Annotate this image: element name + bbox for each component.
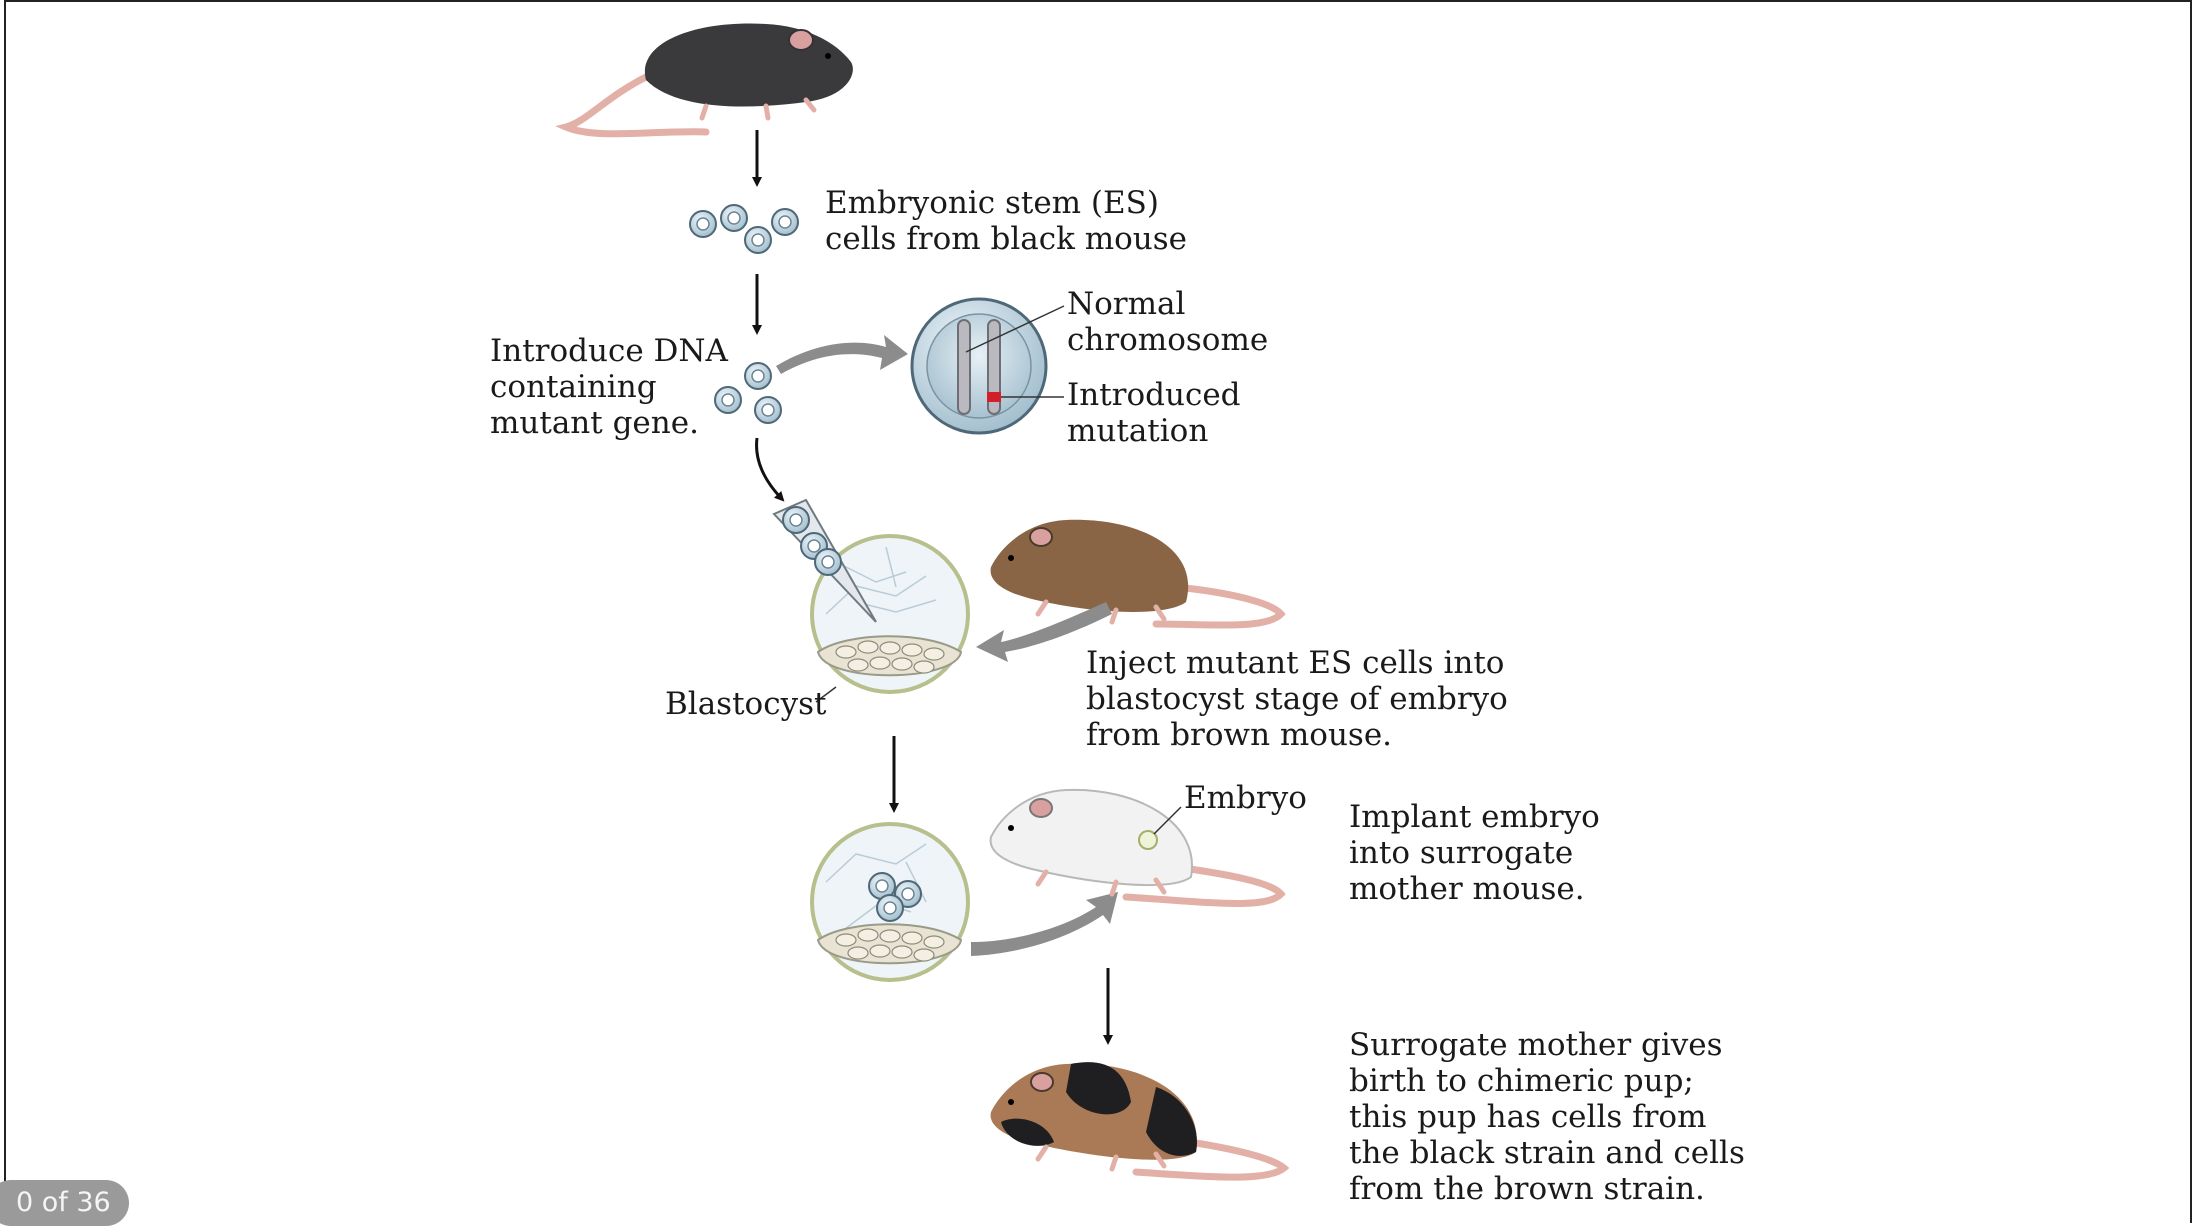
label-blastocyst: Blastocyst <box>665 686 827 722</box>
curved-arrow-implant <box>971 892 1118 956</box>
knockout-mouse-diagram <box>555 23 1290 1181</box>
label-surrogate: Surrogate mother gives birth to chimeric… <box>1349 1027 1745 1207</box>
curved-arrow-to-nucleus <box>776 335 908 374</box>
label-normal-chromosome: Normal chromosome <box>1067 286 1269 358</box>
chimeric-blastocyst-icon <box>810 822 970 982</box>
page-indicator: 0 of 36 <box>0 1180 129 1226</box>
white-surrogate-mouse <box>989 788 1286 907</box>
chimeric-mouse <box>990 1062 1290 1181</box>
nucleus-chromosome-icon <box>910 297 1065 435</box>
es-cells-icon <box>689 204 799 254</box>
brown-mouse <box>990 519 1286 629</box>
label-introduce-dna: Introduce DNA containing mutant gene. <box>490 333 728 441</box>
arrow-3 <box>755 437 785 502</box>
label-es-cells: Embryonic stem (ES) cells from black mou… <box>825 185 1188 257</box>
label-introduced-mutation: Introduced mutation <box>1067 377 1241 449</box>
label-embryo: Embryo <box>1184 780 1307 816</box>
curved-arrow-inject <box>976 602 1112 662</box>
blastocyst-injection-icon <box>772 498 970 703</box>
black-mouse <box>555 23 853 138</box>
label-implant: Implant embryo into surrogate mother mou… <box>1349 799 1600 907</box>
label-inject: Inject mutant ES cells into blastocyst s… <box>1086 645 1508 753</box>
